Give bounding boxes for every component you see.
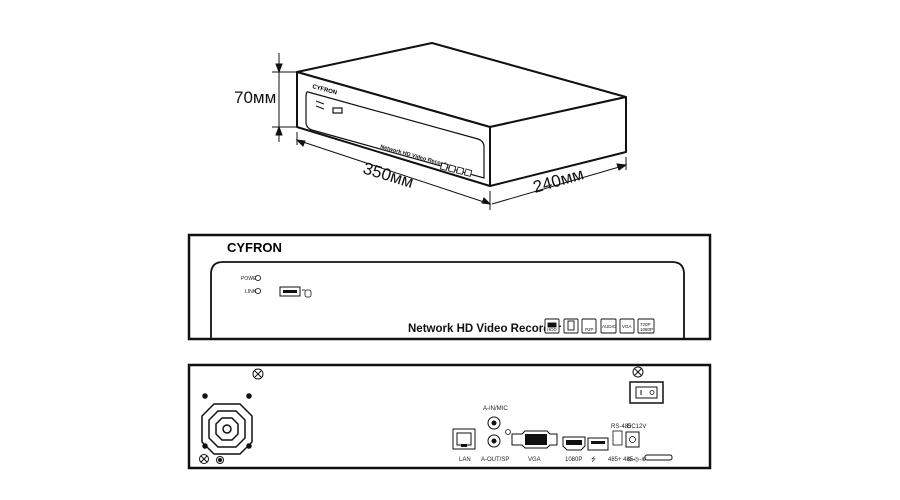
badge-p2p-text: P2P — [585, 327, 594, 332]
screw-icons — [199, 366, 644, 464]
vga-port-label: VGA — [528, 457, 541, 463]
badge-vga-text: VGA — [622, 324, 632, 329]
power-led-icon — [254, 274, 261, 281]
fan-grille-icon — [201, 393, 253, 455]
hdmi-port-label: 1080P — [565, 457, 582, 463]
front-title-label: Network HD Video Recorder — [408, 323, 562, 335]
link-led-icon — [254, 287, 261, 294]
isometric-box — [296, 42, 627, 187]
badge-hdd-text: HDD — [547, 327, 557, 332]
polarity-icon: ⊖-◎-⊕ — [627, 457, 646, 463]
resolution-badge-icon — [637, 318, 655, 334]
rear-panel: LAN A-IN/MIC A-OUT/SP VGA 1080P ⭍ RS-485… — [187, 363, 712, 470]
length-dimension-label: 350мм — [361, 159, 416, 192]
rs485-pins-label: 485+ 485- — [608, 457, 635, 463]
expansion-slot — [644, 454, 673, 461]
badge-1080p-text: 1080P — [640, 327, 653, 332]
mouse-icon — [302, 289, 312, 298]
vga-badge-icon — [619, 318, 635, 334]
box-front-bezel — [305, 91, 485, 179]
dimension-lines — [272, 53, 628, 210]
link-led-label: LINK — [245, 289, 257, 295]
feature-badges — [544, 318, 655, 334]
dc-label: DC12V — [627, 424, 646, 430]
audio-in-label: A-IN/MIC — [483, 406, 508, 412]
usb-symbol-icon: ⭍ — [591, 455, 596, 463]
height-dimension-label: 70мм — [234, 88, 276, 107]
box-front-face — [296, 71, 491, 187]
lan-port-label: LAN — [459, 457, 471, 463]
badge-audio-text: AUDIO — [602, 324, 617, 329]
audio-out-label: A-OUT/SP — [481, 457, 509, 463]
rs485-label: RS-485 — [611, 424, 632, 430]
power-led-label: POWER — [241, 276, 260, 282]
audio-badge-icon — [600, 318, 617, 334]
p2p-badge-icon — [581, 318, 597, 334]
rear-panel-frame — [187, 363, 712, 470]
front-brand-label: CYFRON — [227, 240, 282, 255]
badge-720p-text: 720P — [640, 322, 651, 327]
front-panel-bezel — [210, 261, 685, 339]
box-badges — [439, 162, 473, 177]
rs485-terminal[interactable] — [612, 430, 623, 446]
front-panel: CYFRON POWER LINK Network HD Video Recor… — [187, 233, 712, 341]
